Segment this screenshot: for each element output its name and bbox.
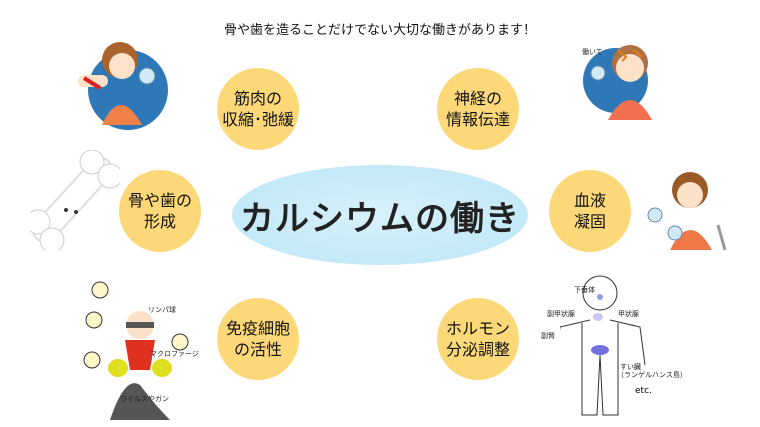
page-title: 骨や歯を造ることだけでない大切な働きがあります！ <box>223 23 536 38</box>
function-label: ホルモン 分泌調整 <box>445 319 510 359</box>
function-bone: 骨や歯の 形成 <box>119 170 201 252</box>
function-nerve: 神経の 情報伝達 <box>437 68 519 150</box>
pituitary-label: 下垂体 <box>574 286 595 294</box>
virus-label: ウイルスやガン <box>120 395 169 403</box>
immune-cells-illustration <box>83 281 189 420</box>
thyroid-label: 甲状腺 <box>618 310 639 318</box>
bone-illustration <box>30 150 120 250</box>
woman-muscle-illustration <box>78 42 156 125</box>
function-muscle: 筋肉の 収縮･弛緩 <box>217 68 299 150</box>
function-blood: 血液 凝固 <box>549 170 631 252</box>
woman-blood-illustration <box>647 172 727 251</box>
function-label: 免疫細胞 の活性 <box>225 319 290 359</box>
function-immune: 免疫細胞 の活性 <box>217 298 299 380</box>
woman-nerve-illustration <box>590 45 652 120</box>
etc-label: etc. <box>635 386 652 396</box>
langerhans-label: （ランゲルハンス島） <box>617 371 687 379</box>
pancreas-label: すい臓 <box>620 363 641 371</box>
center-ellipse: カルシウムの働き <box>232 165 528 265</box>
nerve-speech-bubble: 働いて <box>582 48 603 56</box>
function-label: 神経の 情報伝達 <box>445 89 510 129</box>
lymphocyte-label: リンパ球 <box>148 306 176 314</box>
function-label: 骨や歯の 形成 <box>127 191 192 231</box>
function-hormone: ホルモン 分泌調整 <box>437 298 519 380</box>
macrophage-label: マクロファージ <box>150 350 199 358</box>
parathyroid-label: 副甲状腺 <box>547 310 575 318</box>
function-label: 血液 凝固 <box>573 191 606 231</box>
endocrine-body-illustration <box>560 275 646 416</box>
function-label: 筋肉の 収縮･弛緩 <box>221 89 294 129</box>
adrenal-label: 副腎 <box>541 332 555 340</box>
center-label: カルシウムの働き <box>240 198 520 239</box>
